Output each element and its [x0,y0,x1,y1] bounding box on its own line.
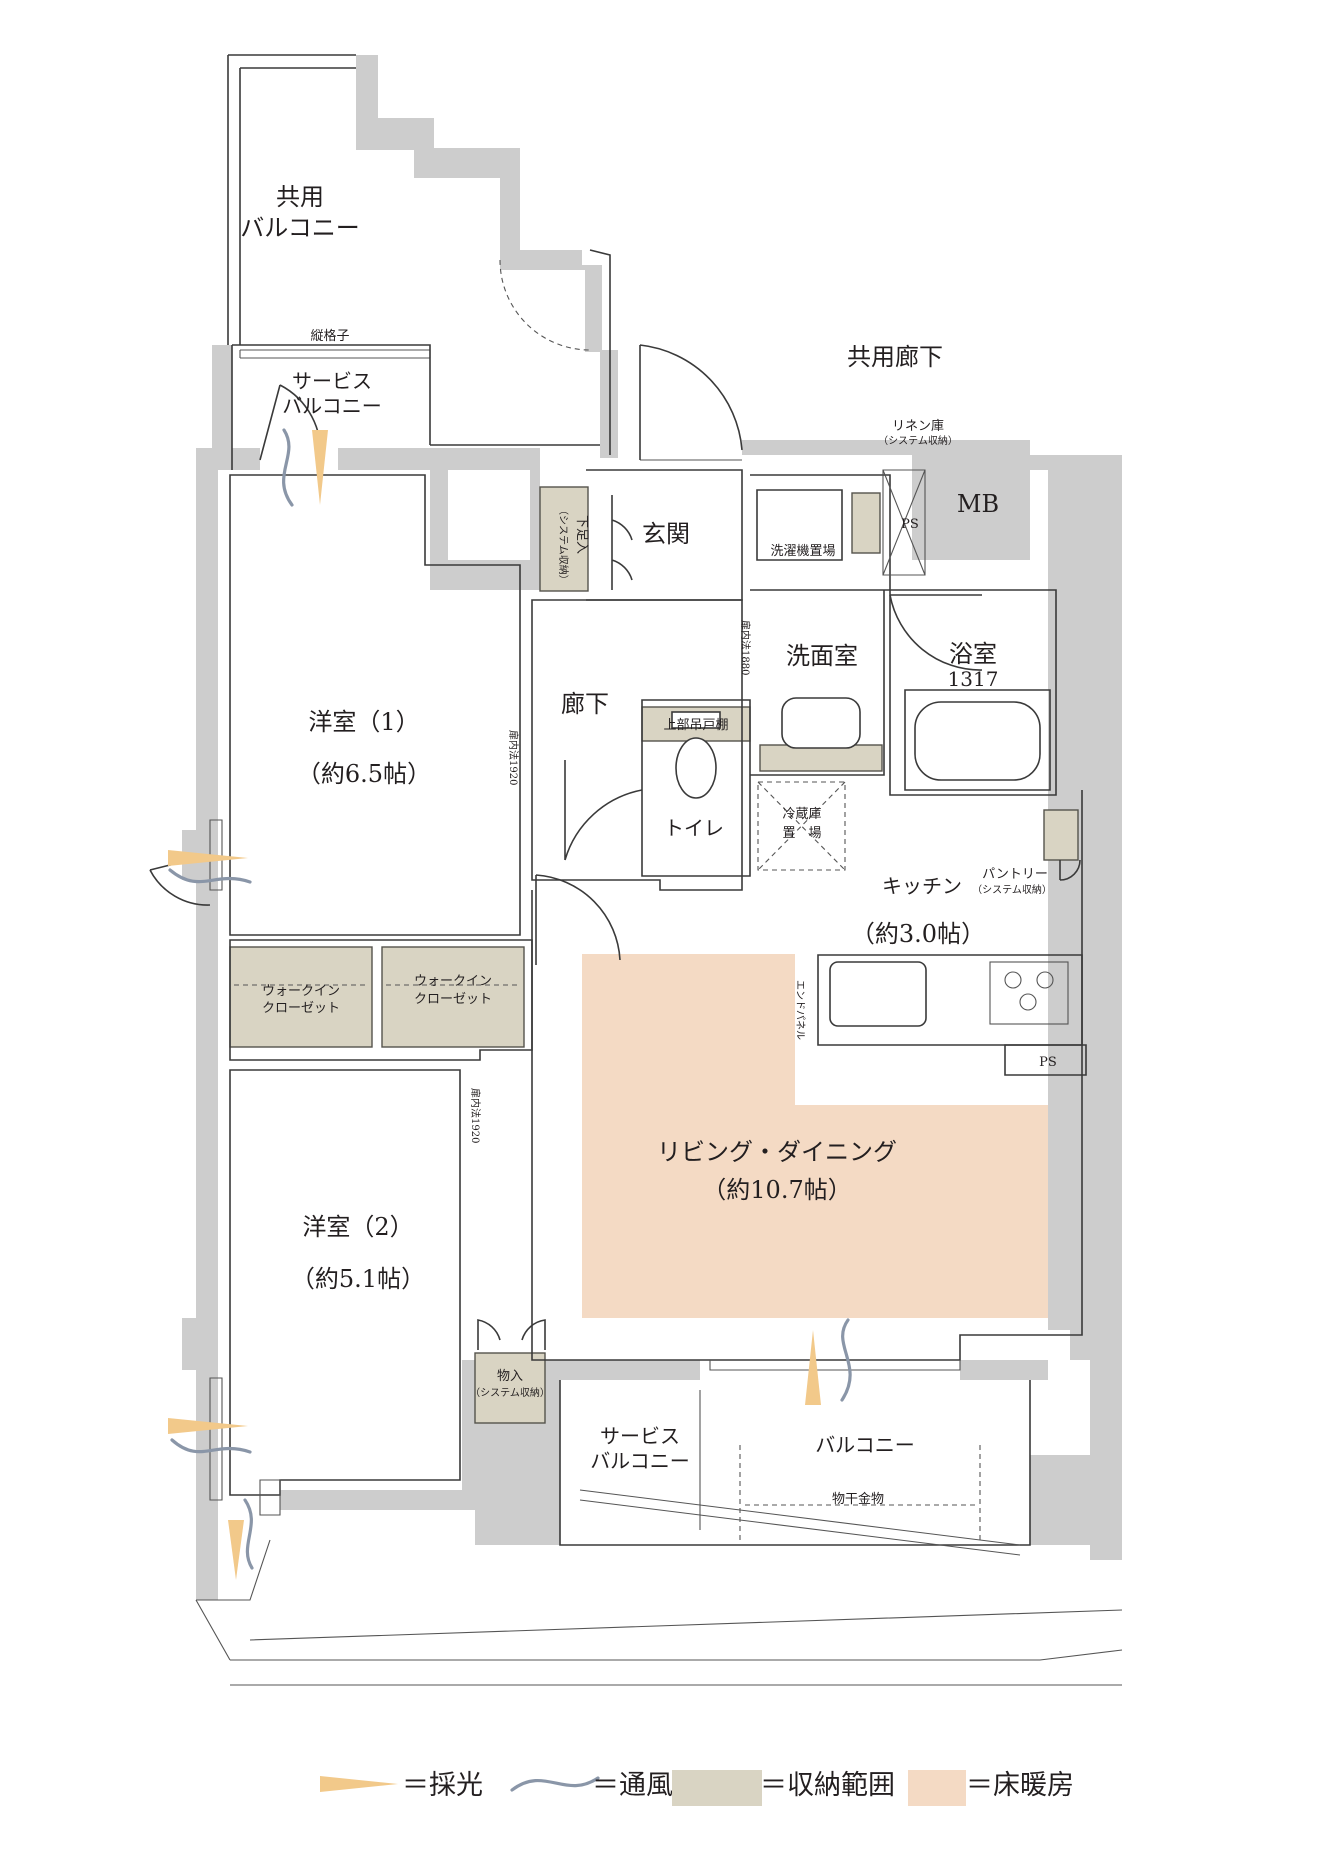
walk-in-closet-2-label-1: ウォークイン [414,974,492,989]
bathroom-size-label: 1317 [948,667,999,691]
storage-label: 物入 [497,1369,523,1384]
shared-balcony-label-1: 共用 [276,183,324,211]
laundry-hanger-label: 物干金物 [832,1491,884,1507]
kitchen-label: キッチン [882,874,962,898]
legend-storage-label: ＝収納範囲 [760,1770,895,1801]
legend-floor-heating-label: ＝床暖房 [966,1770,1074,1801]
washroom-vanity [759,744,883,772]
storage-swatch [672,1770,762,1806]
living-dining-label: リビング・ダイニング [657,1138,897,1166]
storage-areas [229,486,1079,1424]
linen-storage-label: リネン庫 [892,419,944,434]
bedroom1-size-label: （約6.5帖） [297,760,431,788]
walk-in-closet-1-label-2: クローゼット [262,1001,340,1016]
shared-corridor-label: 共用廊下 [847,343,943,371]
bathroom-label: 浴室 [949,640,997,668]
walk-in-closet-1-label-1: ウォークイン [262,984,340,999]
pantry-sub-label: （システム収納） [972,883,1052,896]
ps-top-label: PS [901,517,919,532]
shoe-storage [539,486,589,592]
service-balcony-top-label-1: サービス [292,369,372,393]
balcony-label: バルコニー [815,1433,915,1457]
washroom-label: 洗面室 [786,642,858,670]
toilet-bowl [675,737,717,799]
shared-balcony-label-2: バルコニー [240,214,360,242]
wash-basin [781,697,861,749]
kitchen-size-label: （約3.0帖） [851,920,985,948]
pantry-label: パントリー [982,867,1048,882]
kitchen-sink [829,961,927,1027]
ps-kitchen-label: PS [1039,1055,1057,1070]
entrance-label: 玄関 [642,520,690,548]
light-icon [320,1776,398,1792]
walk-in-closet-2-label-2: クローゼット [414,992,492,1007]
wind-markers [168,428,852,1570]
floor-heating-swatch [908,1770,966,1806]
living-dining-size-label: （約10.7帖） [702,1176,851,1204]
service-balcony-bottom-label-2: バルコニー [590,1449,690,1473]
walk-in-closet-2 [381,946,525,1048]
hallway-label: 廊下 [561,690,609,718]
linen-storage [851,492,881,554]
interior-lines [195,54,1123,1686]
linen-storage-sub-label: （システム収納） [878,434,958,447]
toilet-label: トイレ [664,816,724,840]
pantry-storage [1043,809,1079,861]
washer-space-label: 洗濯機置場 [770,544,835,559]
shoe-storage-label: 下足入 [574,515,589,554]
storage-sub-label: （システム収納） [470,1386,550,1399]
fridge-space-label-1: 冷蔵庫 [782,807,821,822]
service-balcony-bottom-label-1: サービス [600,1424,680,1448]
legend-wind-label: ＝通風 [592,1770,673,1801]
bedroom1-label: 洋室（1） [308,708,419,736]
room-labels: 共用 バルコニー 縦格子 サービス バルコニー 共用廊下 リネン庫 （システム収… [240,183,1057,1507]
legend: ＝採光 ＝通風 ＝収納範囲 ＝床暖房 [320,1770,1074,1806]
bedroom2-label: 洋室（2） [302,1213,413,1241]
vertical-lattice-label: 縦格子 [310,328,349,344]
doors [149,249,1081,1350]
bedroom2-size-label: （約5.1帖） [291,1265,425,1293]
walk-in-closet-1 [229,946,373,1048]
toilet-tank [671,711,721,729]
floor-heating-area [582,954,1049,1318]
bathtub [914,701,1041,781]
door-height-2-label: 扉内法1880 [739,620,752,675]
door-height-3-label: 扉内法1920 [469,1088,482,1143]
legend-light-label: ＝採光 [402,1770,483,1801]
shoe-storage-sub-label: （システム収納） [557,505,570,585]
mb-label: MB [957,490,999,518]
service-balcony-top-label-2: バルコニー [282,394,382,418]
end-panel-label: エンドパネル [794,980,806,1040]
door-height-1-label: 扉内法1920 [507,730,520,785]
upper-shelf-label: 上部吊戸棚 [663,718,728,733]
walls [182,55,1122,1600]
wind-icon [510,1776,600,1792]
fridge-space-label-2: 置 場 [782,826,821,841]
light-markers [168,430,821,1580]
storage-closet [474,1352,546,1424]
